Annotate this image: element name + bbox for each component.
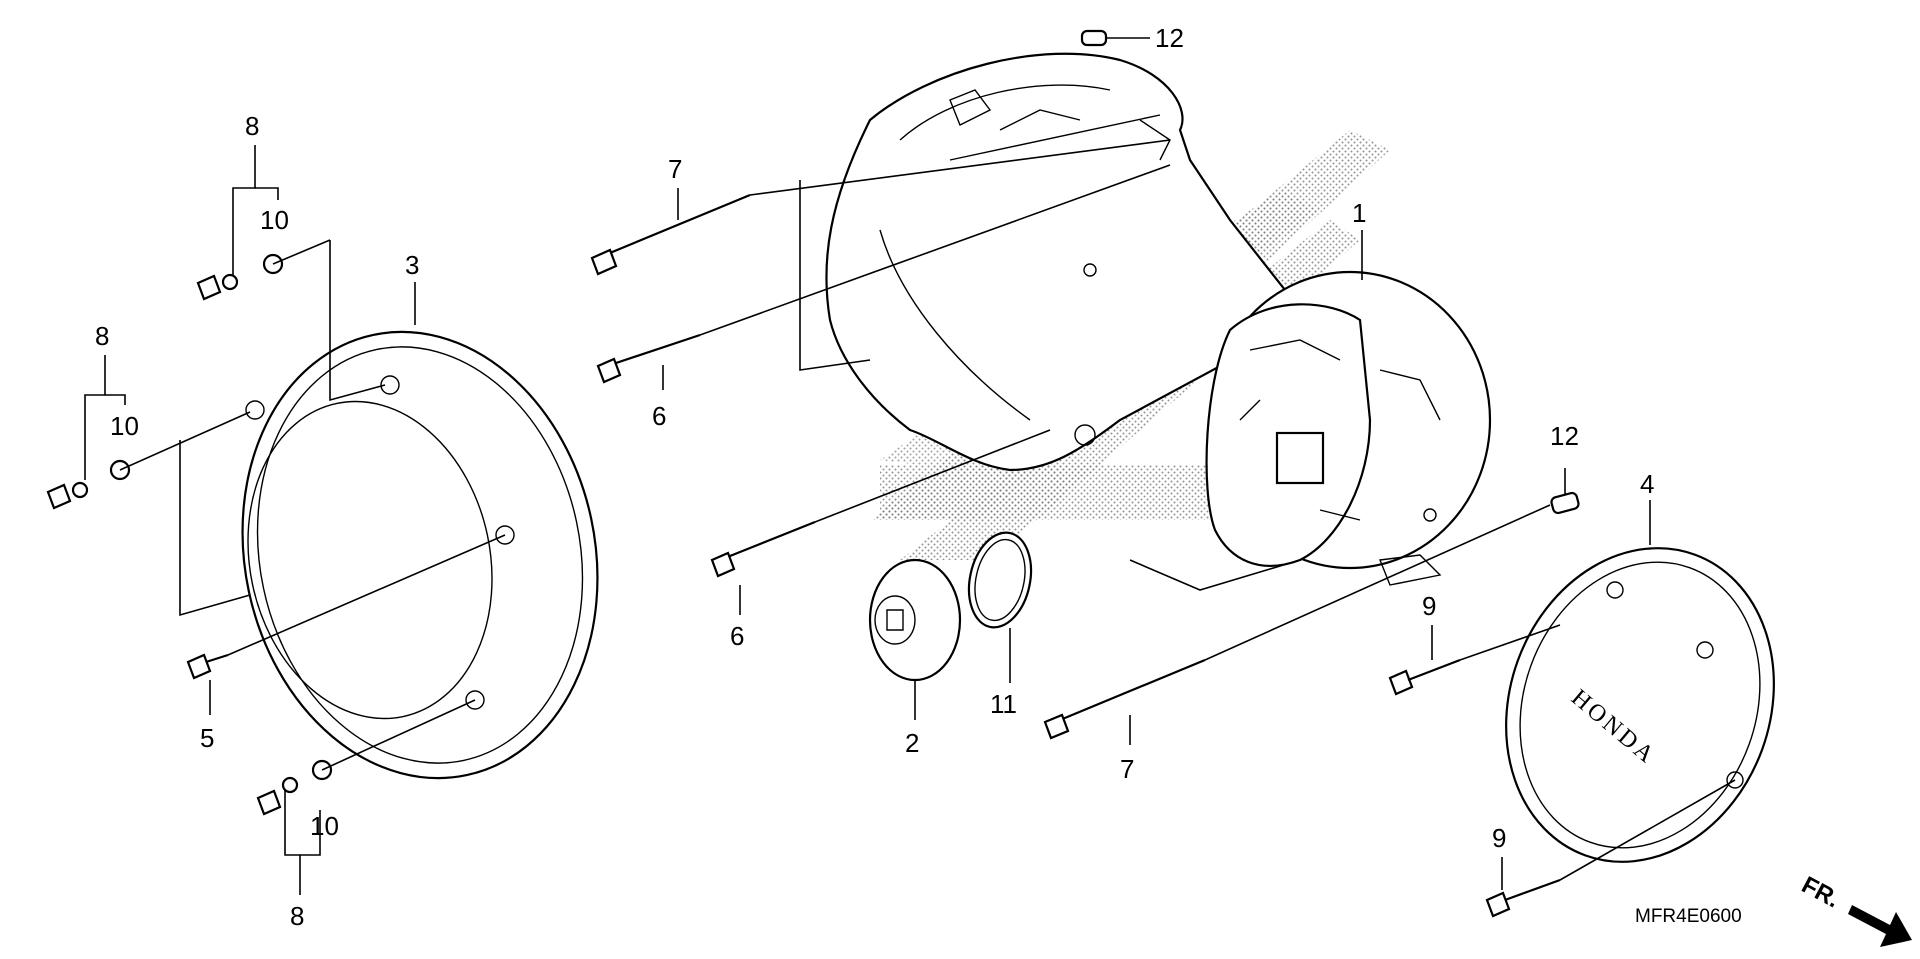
callout-7-upper: 7 [668, 154, 682, 184]
dowel-pin-right [1550, 491, 1580, 515]
front-direction-marker: FR. [1797, 871, 1912, 947]
callout-8-top: 8 [245, 111, 259, 141]
leader-lines [119, 37, 1736, 881]
callout-6-lower: 6 [730, 621, 744, 651]
screw-washer-set-bottom [256, 759, 333, 816]
callout-5: 5 [200, 723, 214, 753]
bolt-7-upper [590, 193, 751, 276]
timing-cover-4: HONDA [1505, 547, 1775, 863]
bolt-5 [186, 653, 229, 680]
callout-11: 11 [990, 689, 1017, 719]
clutch-cover-3 [241, 330, 599, 780]
callout-9-upper: 9 [1422, 591, 1436, 621]
callout-6-upper: 6 [652, 401, 666, 431]
callout-10-middle: 10 [110, 411, 139, 441]
callout-8-middle: 8 [95, 321, 109, 351]
callout-7-lower: 7 [1120, 754, 1134, 784]
callout-10-bottom: 10 [310, 811, 339, 841]
callout-4: 4 [1640, 469, 1654, 499]
callout-12-top: 12 [1155, 23, 1184, 53]
callout-1: 1 [1352, 198, 1366, 228]
callout-2: 2 [905, 728, 919, 758]
callout-12-right: 12 [1550, 421, 1579, 451]
bolt-9-upper [1388, 658, 1461, 696]
hole-cap-2 [868, 558, 962, 682]
crankcase-cover-1 [1205, 270, 1492, 586]
crankcase-cover-rear [825, 52, 1292, 472]
callout-leaders [84, 145, 1651, 895]
dowel-pin-top [1080, 29, 1108, 47]
bolt-6-upper [596, 333, 701, 384]
callout-8-bottom: 8 [290, 901, 304, 931]
screw-washer-set-top [196, 253, 284, 301]
callout-9-lower: 9 [1492, 823, 1506, 853]
callout-3: 3 [405, 250, 419, 280]
o-ring-11 [967, 531, 1033, 629]
callout-10-top: 10 [260, 205, 289, 235]
bolt-6-lower [710, 520, 816, 578]
bolt-9-lower [1485, 878, 1561, 918]
screw-washer-set-middle [46, 459, 131, 510]
callout-labels: 1 2 3 4 5 6 6 7 7 8 8 8 9 9 10 10 10 11 … [95, 23, 1654, 931]
front-arrow-icon [1848, 905, 1912, 947]
diagram-code: MFR4E0600 [1635, 906, 1742, 927]
bolt-7-lower [1043, 658, 1206, 740]
front-marker-label: FR. [1797, 871, 1844, 913]
